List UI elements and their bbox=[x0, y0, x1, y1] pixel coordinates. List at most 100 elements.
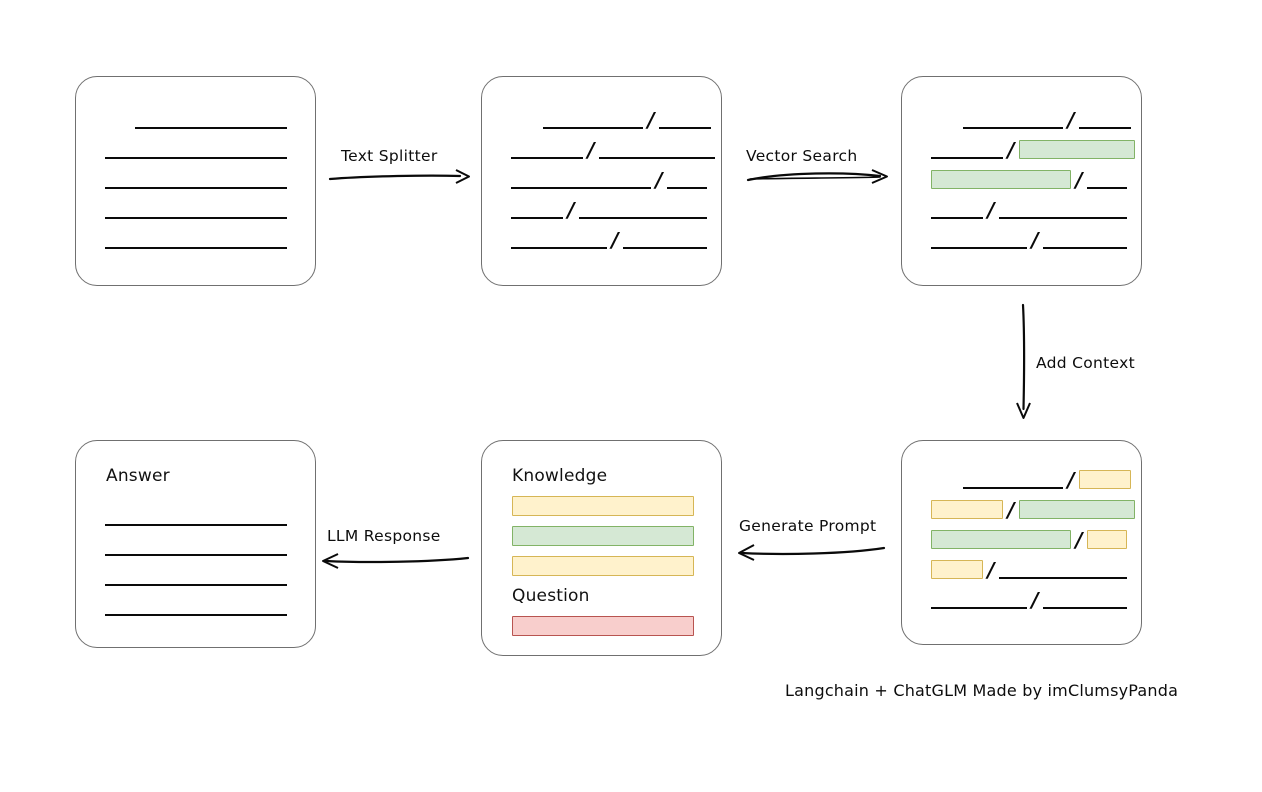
node-source-document[interactable] bbox=[75, 76, 316, 286]
text-segment bbox=[579, 199, 707, 219]
text-line: / bbox=[543, 108, 711, 132]
segment-separator-slash: / bbox=[987, 558, 995, 582]
segment-separator-slash: / bbox=[647, 108, 655, 132]
segment-separator-slash: / bbox=[567, 198, 575, 222]
text-segment bbox=[623, 229, 707, 249]
highlighted-segment-green bbox=[931, 529, 1071, 549]
segment-separator-slash: / bbox=[987, 198, 995, 222]
highlighted-segment-yellow bbox=[1079, 469, 1131, 489]
knowledge-bar-yellow bbox=[512, 556, 694, 576]
text-segment bbox=[931, 139, 1003, 159]
text-line: / bbox=[931, 138, 1135, 162]
text-segment bbox=[543, 109, 643, 129]
text-line: / bbox=[511, 229, 707, 250]
segment-separator-slash: / bbox=[1031, 228, 1039, 252]
text-line bbox=[105, 229, 287, 249]
text-segment bbox=[105, 139, 287, 159]
text-segment bbox=[931, 229, 1027, 249]
node-vector-matches[interactable]: / / / / / bbox=[901, 76, 1142, 286]
text-segment bbox=[599, 139, 715, 159]
knowledge-bar-yellow bbox=[512, 496, 694, 516]
edge-arrow-vector-search bbox=[746, 169, 888, 184]
text-segment bbox=[105, 229, 287, 249]
segment-separator-slash: / bbox=[1007, 138, 1015, 162]
text-segment bbox=[511, 229, 607, 249]
text-segment bbox=[1043, 589, 1127, 609]
text-line bbox=[135, 109, 287, 129]
text-segment bbox=[659, 109, 711, 129]
text-line: / bbox=[931, 228, 1127, 252]
text-segment bbox=[999, 559, 1127, 579]
text-segment bbox=[667, 169, 707, 189]
segment-separator-slash: / bbox=[1075, 528, 1083, 552]
text-line: / bbox=[931, 168, 1127, 192]
answer-title: Answer bbox=[106, 466, 170, 486]
text-segment bbox=[105, 566, 287, 586]
text-segment bbox=[511, 199, 563, 219]
text-segment bbox=[1079, 109, 1131, 129]
footer-attribution: Langchain + ChatGLM Made by imClumsyPand… bbox=[785, 681, 1179, 700]
edge-arrow-add-context bbox=[1016, 303, 1031, 419]
text-line: / bbox=[931, 498, 1135, 522]
segment-separator-slash: / bbox=[1067, 108, 1075, 132]
knowledge-bar-green bbox=[512, 526, 694, 546]
text-line: / bbox=[511, 138, 715, 162]
text-segment bbox=[1087, 169, 1127, 189]
highlighted-segment-green bbox=[1019, 139, 1135, 159]
segment-separator-slash: / bbox=[1007, 498, 1015, 522]
text-segment bbox=[105, 536, 287, 556]
text-segment bbox=[105, 169, 287, 189]
segment-separator-slash: / bbox=[1067, 468, 1075, 492]
text-line bbox=[105, 139, 287, 159]
text-line bbox=[105, 506, 287, 526]
text-segment bbox=[511, 139, 583, 159]
text-segment bbox=[105, 199, 287, 219]
segment-separator-slash: / bbox=[587, 138, 595, 162]
text-line bbox=[105, 536, 287, 556]
text-line bbox=[105, 199, 287, 219]
node-context-added[interactable]: / / / / / bbox=[901, 440, 1142, 645]
prompt-question-label: Question bbox=[512, 586, 590, 606]
text-line bbox=[105, 169, 287, 189]
text-line: / bbox=[511, 198, 707, 222]
node-split-chunks[interactable]: / / / / / bbox=[481, 76, 722, 286]
text-line bbox=[105, 566, 287, 586]
text-segment bbox=[511, 169, 651, 189]
text-segment bbox=[105, 506, 287, 526]
highlighted-segment-yellow bbox=[1087, 529, 1127, 549]
text-line bbox=[105, 596, 287, 616]
highlighted-segment-green bbox=[931, 169, 1071, 189]
edge-label-vector-search: Vector Search bbox=[746, 147, 858, 165]
edge-label-generate-prompt: Generate Prompt bbox=[739, 517, 877, 535]
text-segment bbox=[999, 199, 1127, 219]
text-line: / bbox=[511, 168, 707, 192]
text-line: / bbox=[931, 588, 1127, 612]
segment-separator-slash: / bbox=[1031, 588, 1039, 612]
prompt-knowledge-label: Knowledge bbox=[512, 466, 608, 486]
text-line: / bbox=[931, 558, 1127, 582]
edge-label-add-context: Add Context bbox=[1036, 354, 1135, 372]
text-line: / bbox=[963, 108, 1131, 132]
text-segment bbox=[1043, 229, 1127, 249]
segment-separator-slash: / bbox=[655, 168, 663, 192]
node-prompt[interactable]: Knowledge Question bbox=[481, 440, 722, 656]
text-segment bbox=[105, 596, 287, 616]
edge-arrow-text-splitter bbox=[328, 169, 470, 184]
text-segment bbox=[963, 469, 1063, 489]
text-segment bbox=[931, 589, 1027, 609]
text-line: / bbox=[931, 528, 1127, 552]
node-answer[interactable]: Answer bbox=[75, 440, 316, 648]
text-line: / bbox=[931, 198, 1127, 222]
edge-arrow-llm-response bbox=[322, 553, 470, 569]
text-segment bbox=[931, 199, 983, 219]
question-bar-red bbox=[512, 616, 694, 636]
text-line: / bbox=[963, 468, 1131, 492]
text-segment bbox=[963, 109, 1063, 129]
text-segment bbox=[135, 109, 287, 129]
segment-separator-slash: / bbox=[1075, 168, 1083, 192]
edge-arrow-generate-prompt bbox=[738, 544, 886, 561]
edge-label-text-splitter: Text Splitter bbox=[341, 147, 438, 165]
highlighted-segment-yellow bbox=[931, 499, 1003, 519]
highlighted-segment-green bbox=[1019, 499, 1135, 519]
